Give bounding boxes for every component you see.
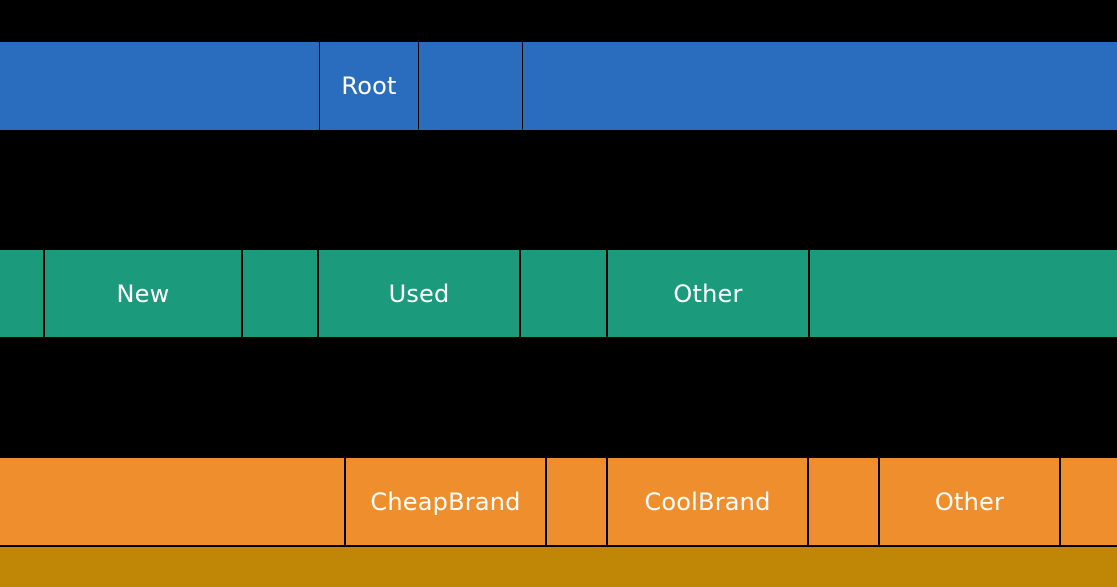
icicle-node-unlabeled[interactable] bbox=[809, 458, 878, 545]
icicle-node-unlabeled[interactable] bbox=[0, 42, 319, 130]
icicle-node-unlabeled[interactable] bbox=[1061, 458, 1117, 545]
icicle-node-label: New bbox=[116, 279, 170, 308]
icicle-node-coolbrand[interactable]: CoolBrand bbox=[608, 458, 807, 545]
icicle-level-leaf-level bbox=[0, 547, 1117, 587]
icicle-node-label: Used bbox=[388, 279, 450, 308]
icicle-node-unlabeled[interactable] bbox=[521, 250, 606, 337]
icicle-node-label: CheapBrand bbox=[370, 487, 521, 516]
icicle-node-other[interactable]: Other bbox=[880, 458, 1059, 545]
icicle-node-root[interactable]: Root bbox=[320, 42, 418, 130]
icicle-node-label: Other bbox=[934, 487, 1005, 516]
icicle-level-root-level: Root bbox=[0, 42, 1117, 130]
icicle-node-used[interactable]: Used bbox=[319, 250, 519, 337]
icicle-level-condition-level: New Used Other bbox=[0, 250, 1117, 337]
icicle-node-cheapbrand[interactable]: CheapBrand bbox=[346, 458, 545, 545]
icicle-node-unlabeled[interactable] bbox=[810, 250, 1117, 337]
icicle-node-unlabeled[interactable] bbox=[0, 547, 1117, 587]
icicle-node-label: Other bbox=[673, 279, 743, 308]
icicle-level-brand-level: CheapBrand CoolBrand Other bbox=[0, 458, 1117, 545]
icicle-node-new[interactable]: New bbox=[45, 250, 241, 337]
icicle-node-unlabeled[interactable] bbox=[547, 458, 606, 545]
icicle-node-unlabeled[interactable] bbox=[523, 42, 1117, 130]
icicle-node-unlabeled[interactable] bbox=[0, 250, 43, 337]
icicle-node-label: Root bbox=[341, 72, 397, 100]
icicle-node-other[interactable]: Other bbox=[608, 250, 808, 337]
icicle-node-unlabeled[interactable] bbox=[243, 250, 317, 337]
icicle-node-unlabeled[interactable] bbox=[419, 42, 522, 130]
icicle-node-unlabeled[interactable] bbox=[0, 458, 344, 545]
icicle-node-label: CoolBrand bbox=[644, 487, 771, 516]
